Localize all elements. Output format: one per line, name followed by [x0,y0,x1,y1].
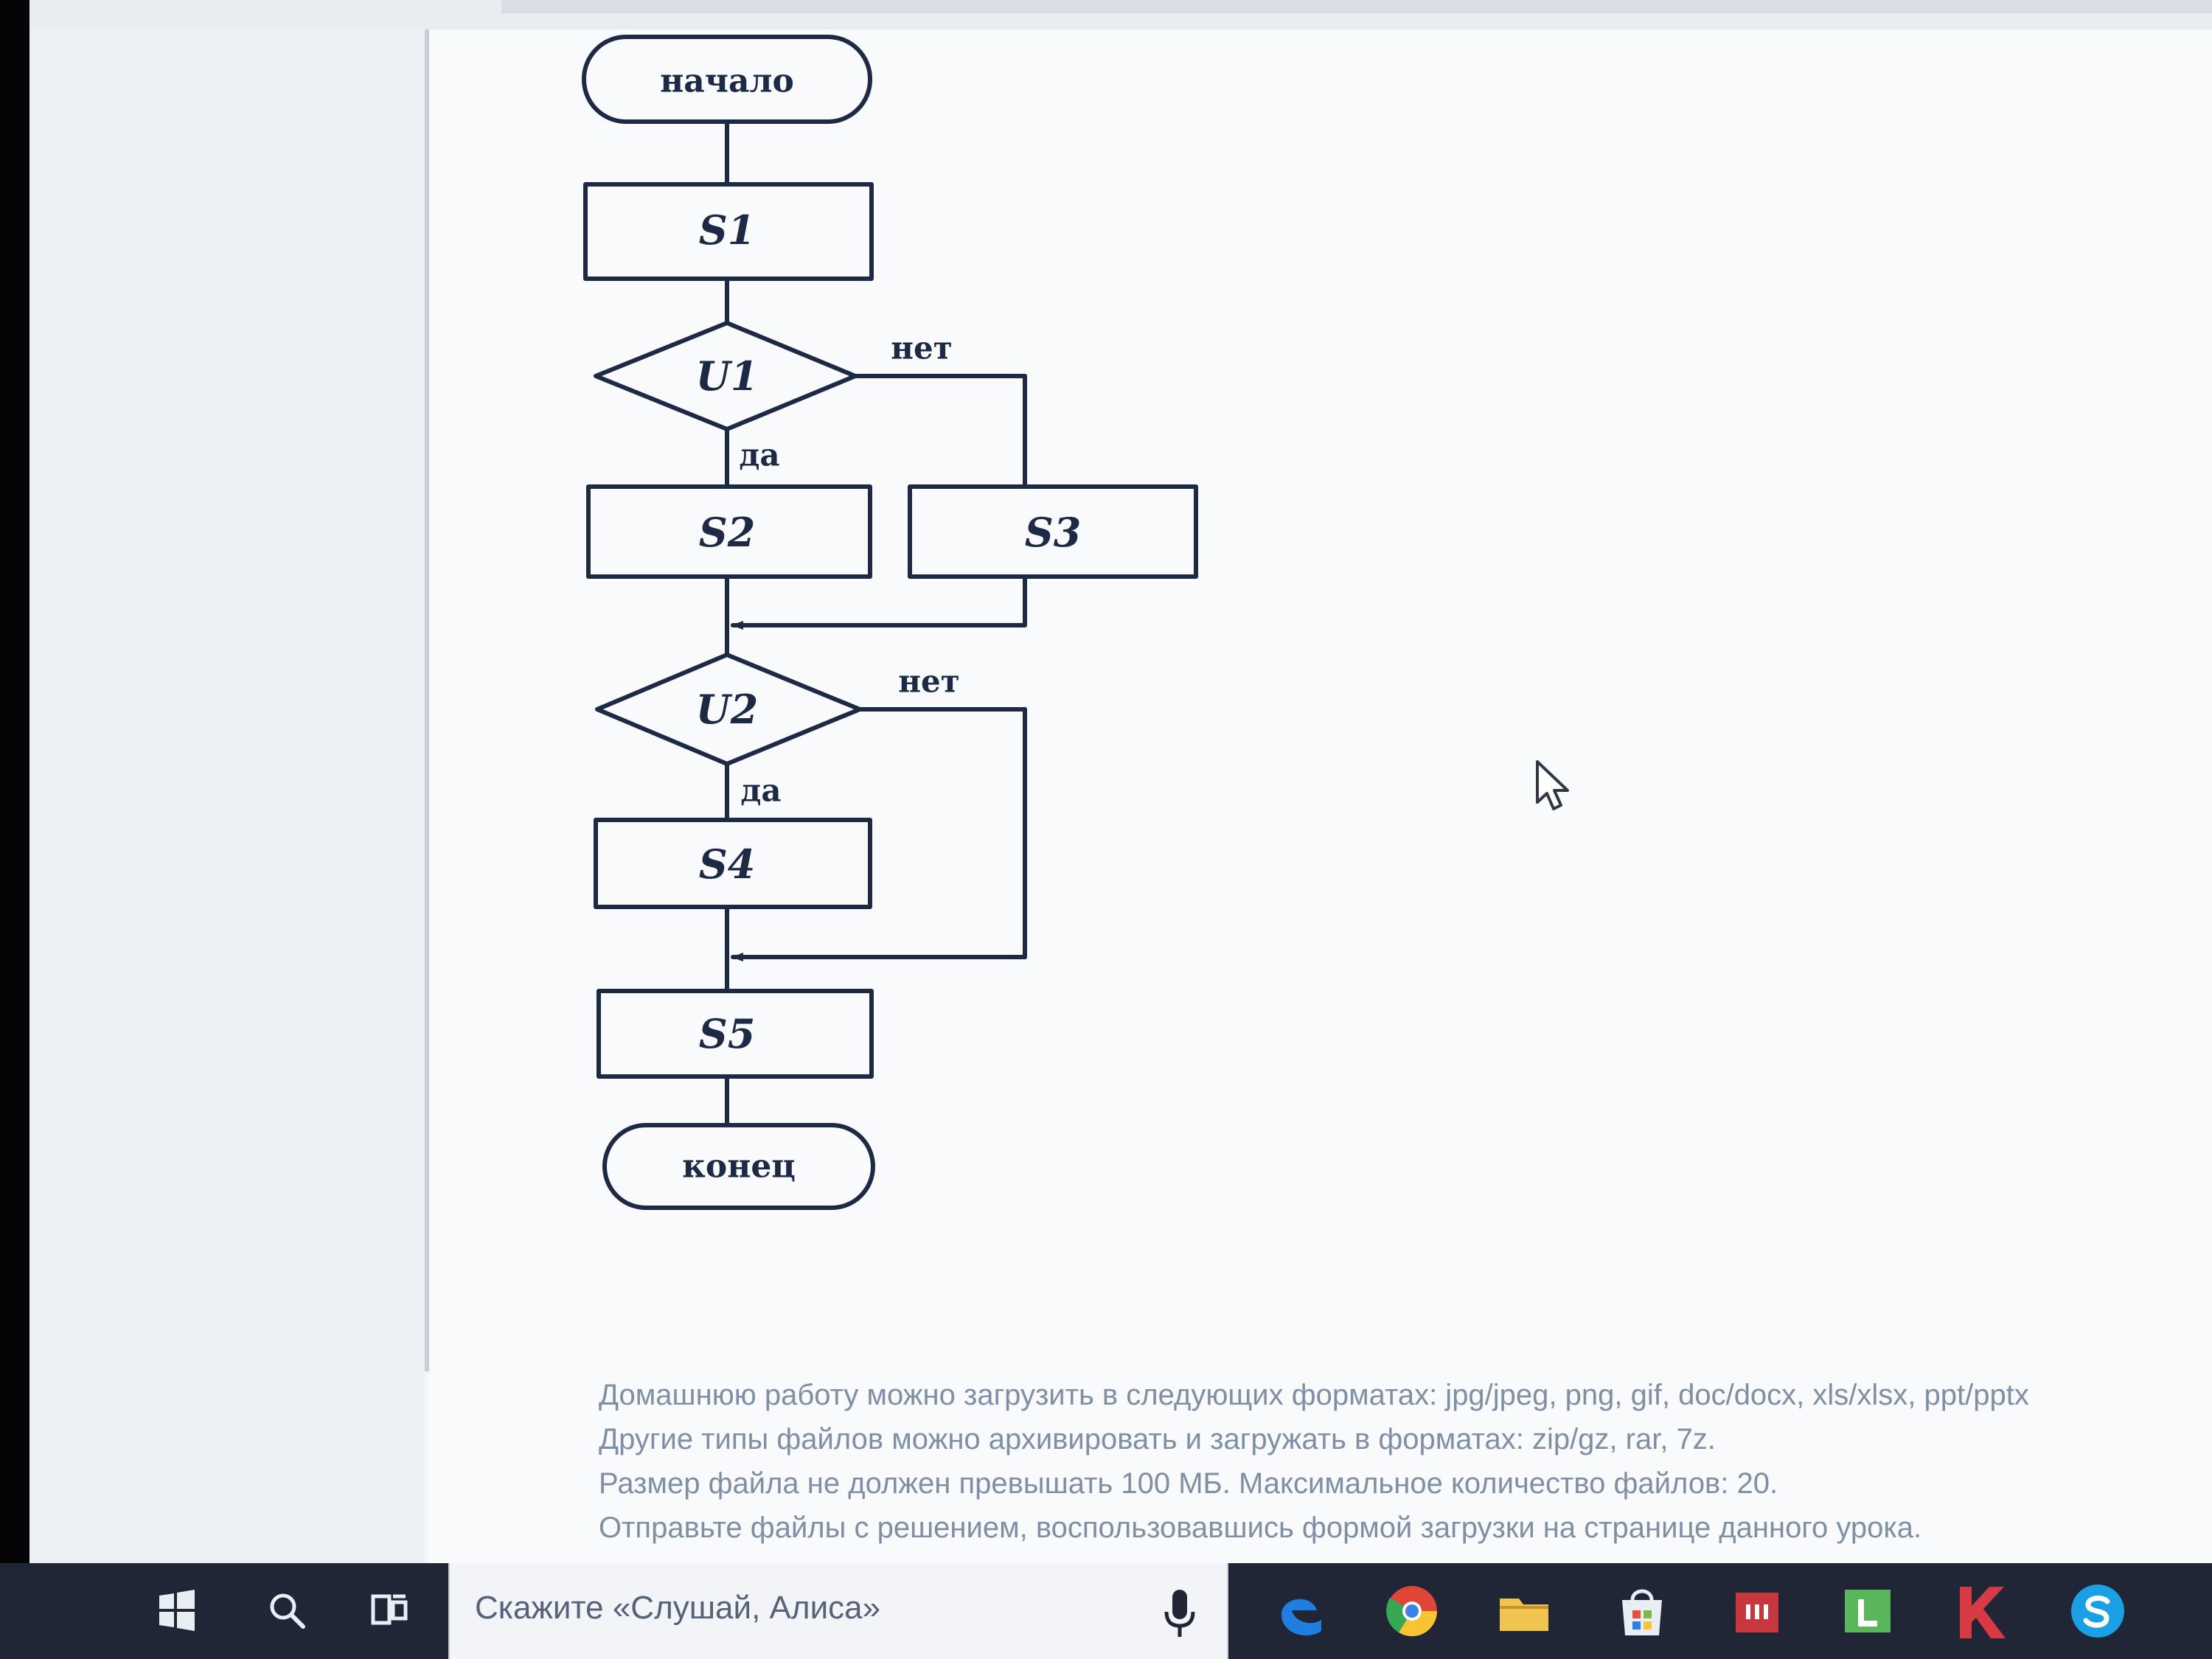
left-bezel [0,0,29,1659]
note-line: Другие типы файлов можно архивировать и … [599,1417,2206,1461]
green-app-icon [1836,1579,1899,1643]
windows-taskbar: Скажите «Слушай, Алиса» [0,1563,2212,1659]
chrome-taskbar-button[interactable] [1380,1579,1444,1643]
alice-search-box[interactable]: Скажите «Слушай, Алиса» [448,1563,1228,1659]
task-view-icon [368,1589,411,1632]
u2-label: U2 [696,686,759,733]
s2-label: S2 [699,509,756,556]
end-label: конец [682,1148,796,1186]
note-line: Домашнюю работу можно загрузить в следую… [599,1373,2206,1417]
note-line: Размер файла не должен превышать 100 МБ.… [599,1461,2206,1506]
start-label: начало [660,63,794,100]
kaspersky-icon [1947,1579,2010,1643]
u2-yes-label: да [740,773,781,809]
s5-label: S5 [699,1010,756,1057]
search-icon [265,1589,307,1632]
u2-no-label: нет [898,664,960,700]
flowchart-lines [538,15,1276,1217]
s1-label: S1 [699,206,756,254]
red-app-icon [1725,1579,1789,1643]
u1-label: U1 [696,352,759,400]
green-app-taskbar-button[interactable] [1836,1579,1899,1643]
mouse-cursor-icon [1534,759,1571,811]
left-page-column [29,29,425,1563]
s3-label: S3 [1025,509,1082,556]
edge-taskbar-button[interactable] [1268,1579,1332,1643]
search-box-placeholder: Скажите «Слушай, Алиса» [475,1590,880,1627]
folder-icon [1492,1579,1556,1643]
top-tab-strip [501,0,2212,13]
u1-no-label: нет [891,330,953,366]
skype-icon [2066,1579,2129,1643]
s4-label: S4 [699,841,756,888]
microphone-icon[interactable] [1159,1587,1200,1640]
chrome-icon [1380,1579,1444,1643]
red-app-taskbar-button[interactable] [1725,1579,1789,1643]
files-taskbar-button[interactable] [1492,1579,1556,1643]
homework-notes: Домашнюю работу можно загрузить в следую… [599,1373,2206,1550]
start-button[interactable] [146,1579,208,1641]
note-line: Отправьте файлы с решением, воспользовав… [599,1506,2206,1550]
store-icon [1610,1579,1674,1643]
taskbar-search-button[interactable] [255,1579,317,1641]
edge-icon [1268,1579,1332,1643]
kaspersky-taskbar-button[interactable] [1947,1579,2010,1643]
store-taskbar-button[interactable] [1610,1579,1674,1643]
task-view-button[interactable] [358,1579,420,1641]
flowchart-diagram: начало S1 U1 нет да S2 S3 U2 нет да S4 S… [538,15,1276,1217]
skype-taskbar-button[interactable] [2066,1579,2129,1643]
u1-yes-label: да [739,437,779,473]
windows-start-icon [156,1590,198,1631]
